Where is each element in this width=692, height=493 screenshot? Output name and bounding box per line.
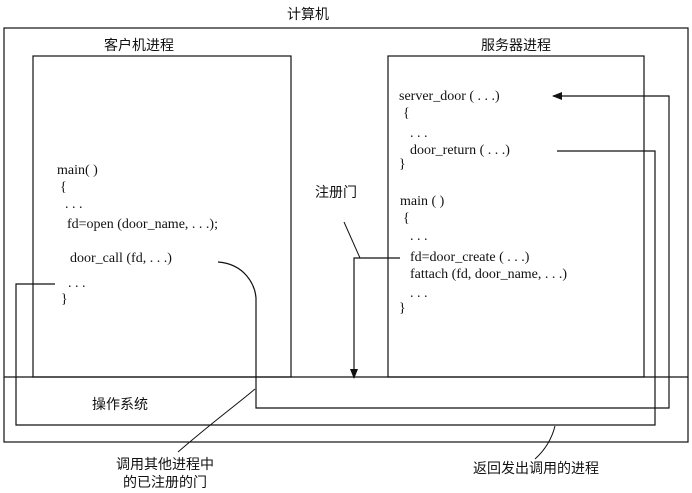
call-other-label-line2: 的已注册的门 xyxy=(123,475,207,491)
client-door-call: door_call (fd, . . .) xyxy=(70,251,172,266)
server-process-label: 服务器进程 xyxy=(481,38,551,54)
server-dots-3: . . . xyxy=(410,286,428,301)
server-brace-close-1: } xyxy=(399,157,406,172)
server-door-func: server_door ( . . .) xyxy=(399,89,500,104)
server-dots-2: . . . xyxy=(410,229,428,244)
call-other-leader xyxy=(177,388,256,453)
server-brace-open-1: { xyxy=(403,106,410,121)
client-open-call: fd=open (door_name, . . .); xyxy=(67,217,218,232)
door-call-path xyxy=(217,92,670,409)
client-dots-1: . . . xyxy=(65,197,83,212)
server-brace-open-2: { xyxy=(403,211,410,226)
server-door-create: fd=door_create ( . . .) xyxy=(410,250,530,265)
client-process-label: 客户机进程 xyxy=(104,38,174,54)
computer-label: 计算机 xyxy=(287,7,329,23)
computer-box xyxy=(3,27,689,443)
server-dots-1: . . . xyxy=(410,126,428,141)
client-brace-open: { xyxy=(60,180,67,195)
operating-system-label: 操作系统 xyxy=(92,397,148,413)
registered-door-label: 注册门 xyxy=(315,185,357,201)
client-brace-close: } xyxy=(61,292,68,307)
client-process-box xyxy=(32,55,292,378)
return-caller-leader xyxy=(534,425,556,460)
client-main: main( ) xyxy=(57,163,98,178)
registration-arrow xyxy=(350,257,400,379)
server-main: main ( ) xyxy=(400,194,445,209)
server-door-return: door_return ( . . .) xyxy=(410,143,510,158)
server-fattach: fattach (fd, door_name, . . .) xyxy=(410,267,568,282)
door-return-path xyxy=(15,150,656,426)
call-other-label-line1: 调用其他进程中 xyxy=(116,457,214,473)
client-dots-2: . . . xyxy=(68,276,86,291)
server-brace-close-2: } xyxy=(399,301,406,316)
server-process-box xyxy=(387,55,645,378)
return-to-caller-label: 返回发出调用的进程 xyxy=(473,461,599,477)
registered-door-leader xyxy=(343,221,361,259)
